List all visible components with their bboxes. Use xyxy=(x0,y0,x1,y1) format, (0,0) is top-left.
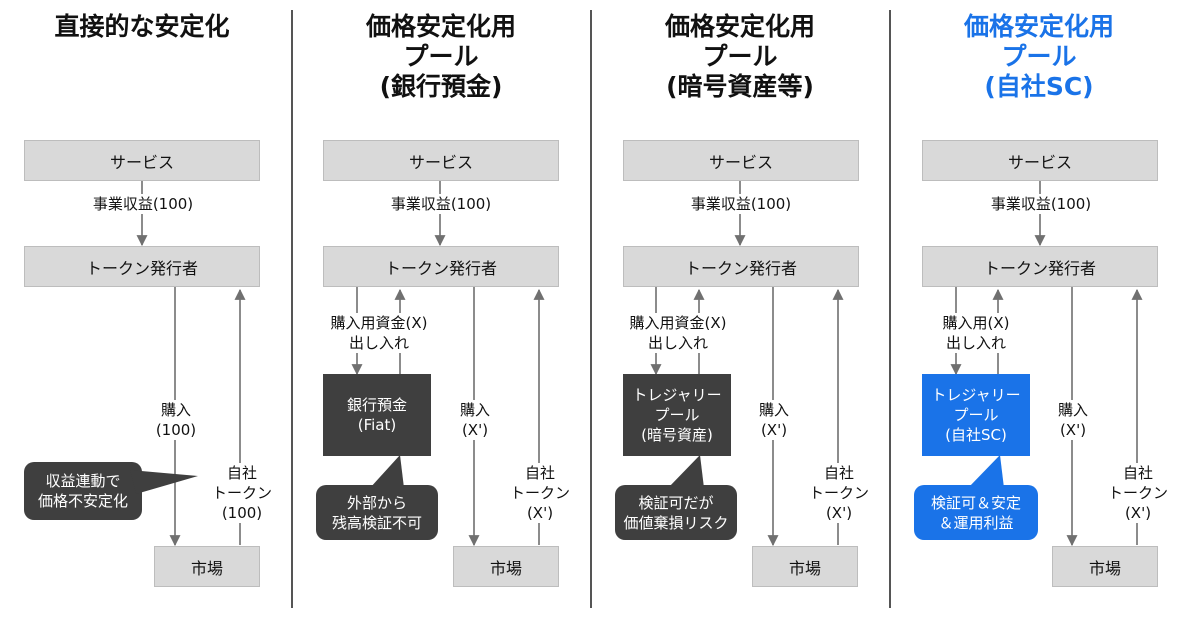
buy-label: 購入 (X') xyxy=(444,400,506,440)
service-box: サービス xyxy=(24,140,260,181)
column-divider xyxy=(889,10,891,608)
note-bubble xyxy=(914,455,1038,540)
revenue-label: 事業収益(100) xyxy=(974,194,1108,214)
buy-label: 購入 (X') xyxy=(743,400,805,440)
buy-label: 購入 (X') xyxy=(1042,400,1104,440)
note-text: 外部から 残高検証不可 xyxy=(331,493,422,532)
treasury-pool-box: トレジャリー プール (暗号資産) xyxy=(623,374,731,456)
own-token-label: 自社 トークン (X') xyxy=(1101,463,1175,523)
column-title: 直接的な安定化 xyxy=(54,12,230,41)
note-text: 収益連動で 価格不安定化 xyxy=(37,472,128,510)
own-token-label: 自社 トークン (X') xyxy=(503,463,577,523)
column-divider xyxy=(590,10,592,608)
note-bubble xyxy=(24,462,198,520)
revenue-label: 事業収益(100) xyxy=(374,194,508,214)
column-title: 価格安定化用 プール (自社SC) xyxy=(963,12,1114,101)
own-token-label: 自社 トークン (100) xyxy=(205,463,279,523)
market-box: 市場 xyxy=(453,546,559,587)
issuer-box: トークン発行者 xyxy=(24,246,260,287)
issuer-box: トークン発行者 xyxy=(323,246,559,287)
bank-deposit-box: 銀行預金 (Fiat) xyxy=(323,374,431,456)
revenue-label: 事業収益(100) xyxy=(76,194,210,214)
note-bubble xyxy=(615,455,737,540)
revenue-label: 事業収益(100) xyxy=(674,194,808,214)
note-text: 検証可だが 価値棄損リスク xyxy=(623,493,729,532)
issuer-box: トークン発行者 xyxy=(623,246,859,287)
service-box: サービス xyxy=(922,140,1158,181)
pool-flow-label: 購入用資金(X) 出し入れ xyxy=(612,313,744,353)
treasury-pool-box: トレジャリー プール (自社SC) xyxy=(922,374,1030,456)
market-box: 市場 xyxy=(752,546,858,587)
pool-flow-label: 購入用資金(X) 出し入れ xyxy=(313,313,445,353)
service-box: サービス xyxy=(623,140,859,181)
column-divider xyxy=(291,10,293,608)
service-box: サービス xyxy=(323,140,559,181)
column-title: 価格安定化用 プール (暗号資産等) xyxy=(664,12,815,101)
market-box: 市場 xyxy=(1052,546,1158,587)
issuer-box: トークン発行者 xyxy=(922,246,1158,287)
buy-label: 購入 (100) xyxy=(145,400,207,440)
market-box: 市場 xyxy=(154,546,260,587)
column-title: 価格安定化用 プール (銀行預金) xyxy=(365,12,516,101)
own-token-label: 自社 トークン (X') xyxy=(802,463,876,523)
note-text: 検証可＆安定 ＆運用利益 xyxy=(930,493,1021,532)
note-bubble xyxy=(316,455,438,540)
pool-flow-label: 購入用(X) 出し入れ xyxy=(922,313,1030,353)
